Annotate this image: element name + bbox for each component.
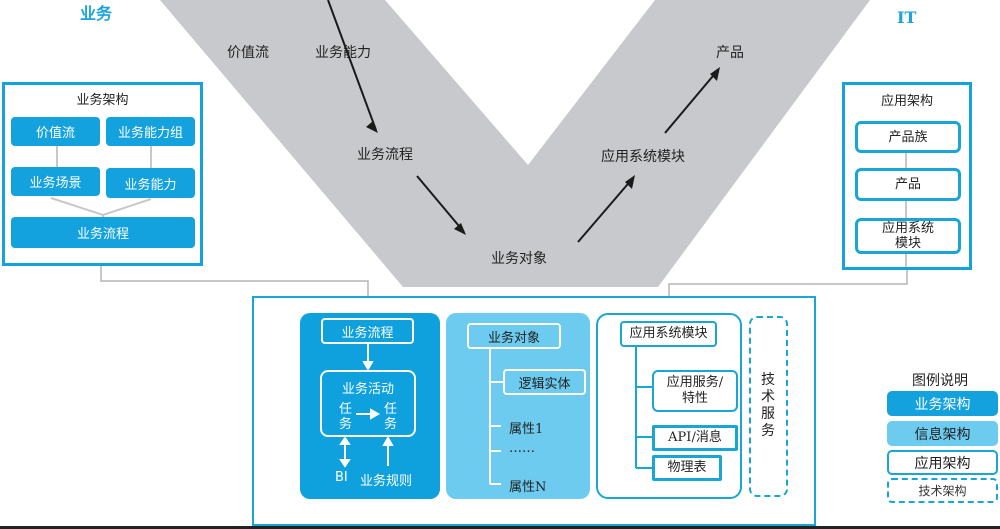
it-header: IT bbox=[897, 8, 917, 27]
app-system-module: 应用系统模块 bbox=[620, 321, 717, 347]
legend-application-architecture: 应用架构 bbox=[887, 450, 998, 475]
technology-column bbox=[749, 316, 788, 497]
ba-business-scenario: 业务场景 bbox=[11, 167, 100, 196]
v-label-value-stream: 价值流 bbox=[227, 45, 269, 61]
v-label-product: 产品 bbox=[716, 45, 744, 61]
app-api-message: API/消息 bbox=[652, 425, 738, 451]
info-logical-entity: 逻辑实体 bbox=[503, 369, 586, 395]
application-architecture-panel: 应用架构 产品族 产品 应用系统 模块 bbox=[842, 82, 972, 270]
business-column bbox=[300, 313, 440, 499]
ba-connectors bbox=[50, 143, 152, 217]
legend-information-architecture: 信息架构 bbox=[887, 421, 998, 446]
app-physical-table: 物理表 bbox=[652, 455, 722, 481]
ba-business-capability: 业务能力 bbox=[106, 168, 195, 198]
aa-product-family: 产品族 bbox=[855, 121, 961, 153]
aa-app-module-label: 应用系统 模块 bbox=[881, 221, 934, 251]
ba-capability-group: 业务能力组 bbox=[106, 117, 195, 146]
legend-title: 图例说明 bbox=[912, 373, 968, 389]
business-rules-label: 业务规则 bbox=[360, 474, 413, 489]
info-ellipsis: …… bbox=[509, 441, 535, 456]
legend-technology-architecture: 技术架构 bbox=[887, 478, 998, 503]
v-label-app-module: 应用系统模块 bbox=[601, 149, 685, 165]
bottom-rule bbox=[0, 526, 1000, 529]
business-header: 业务 bbox=[80, 4, 113, 23]
info-attribute-n: 属性N bbox=[509, 480, 547, 495]
app-service-label: 应用服务/ 特性 bbox=[666, 375, 724, 406]
v-label-business-object: 业务对象 bbox=[491, 251, 547, 267]
bi-label: BI bbox=[335, 470, 348, 485]
business-architecture-panel: 业务架构 价值流 业务能力组 业务场景 业务能力 业务流程 bbox=[2, 82, 203, 266]
business-activity-label: 业务活动 bbox=[341, 382, 394, 397]
task-right: 任 务 bbox=[384, 402, 398, 432]
v-label-business-capability: 业务能力 bbox=[315, 45, 371, 61]
aa-app-module: 应用系统 模块 bbox=[855, 218, 961, 254]
app-service: 应用服务/ 特性 bbox=[652, 370, 738, 412]
application-architecture-title: 应用架构 bbox=[880, 94, 933, 109]
legend-business-architecture: 业务架构 bbox=[887, 391, 998, 416]
main-business-process: 业务流程 bbox=[321, 318, 414, 344]
ba-business-process: 业务流程 bbox=[11, 217, 195, 248]
info-business-object: 业务对象 bbox=[467, 323, 561, 349]
task-left: 任 务 bbox=[339, 402, 353, 432]
info-attribute-1: 属性1 bbox=[509, 422, 544, 437]
ba-value-stream: 价值流 bbox=[11, 117, 100, 146]
aa-product: 产品 bbox=[855, 168, 961, 201]
business-architecture-title: 业务架构 bbox=[76, 93, 129, 108]
main-business-activity: 业务活动 bbox=[320, 370, 416, 437]
tech-service-label: 技术服务 bbox=[761, 372, 775, 439]
v-label-business-process: 业务流程 bbox=[357, 147, 413, 163]
